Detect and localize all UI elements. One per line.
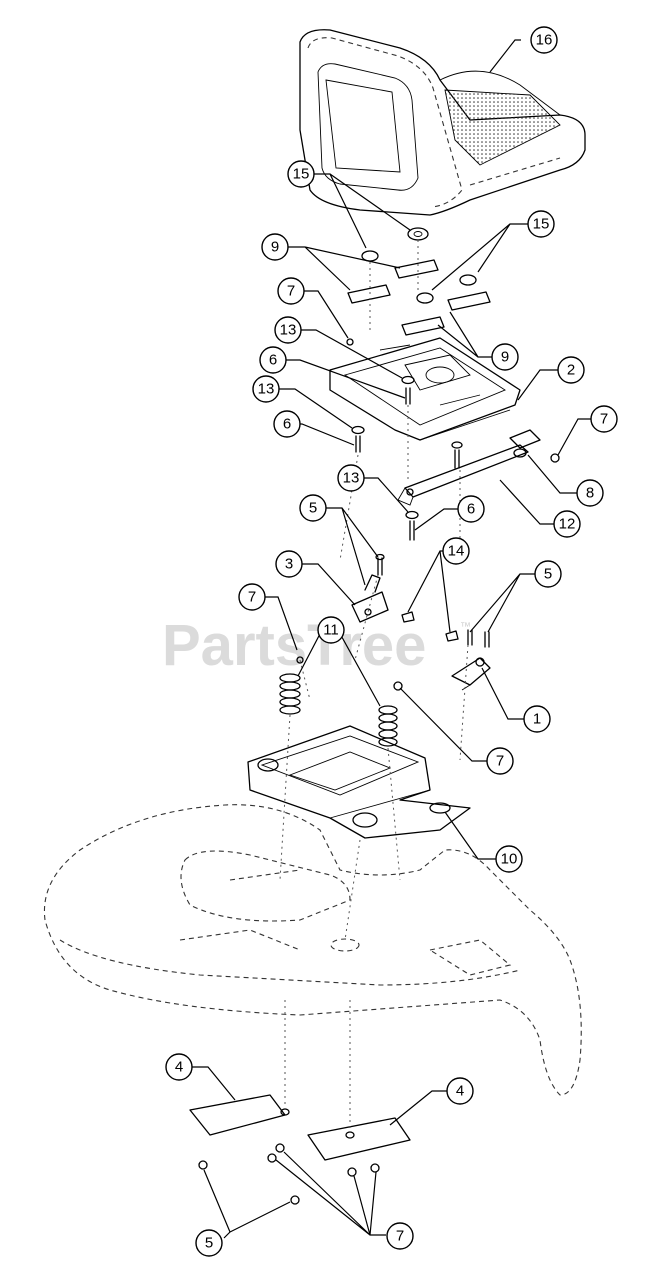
- bracket-3: [351, 574, 389, 623]
- callout-5-right: 5: [534, 560, 562, 588]
- callout-13-top: 13: [274, 316, 302, 344]
- callout-4-right: 4: [446, 1077, 474, 1105]
- callout-5-right-label: 5: [544, 566, 552, 583]
- seat-base: [247, 725, 471, 839]
- callout-8-label: 8: [586, 485, 594, 502]
- callout-7-left-label: 7: [248, 589, 256, 606]
- callout-14: 14: [442, 537, 470, 565]
- callout-13-low: 13: [337, 464, 365, 492]
- callout-14-label: 14: [448, 543, 465, 560]
- callout-13-low-label: 13: [343, 470, 360, 487]
- callout-1-label: 1: [533, 711, 541, 728]
- callout-6-mid: 6: [273, 410, 301, 438]
- callout-10: 10: [495, 845, 523, 873]
- watermark: PartsTree ™: [162, 613, 471, 678]
- seat: [299, 29, 586, 216]
- callout-13-mid-label: 13: [258, 381, 275, 398]
- callout-1: 1: [523, 705, 551, 733]
- callout-9-right: 9: [491, 343, 519, 371]
- callout-7-center: 7: [486, 747, 514, 775]
- callout-7-right: 7: [590, 405, 618, 433]
- hardware-13-6: [351, 375, 463, 541]
- spacer-group-top: [361, 227, 477, 304]
- callout-9-right-label: 9: [501, 349, 509, 366]
- springs: [279, 656, 403, 747]
- callout-12-label: 12: [559, 516, 576, 533]
- callout-7-bottom: 7: [386, 1222, 414, 1250]
- callout-13-mid: 13: [252, 375, 280, 403]
- leader-lines: [192, 39, 591, 1239]
- nut-right: [550, 453, 560, 463]
- callout-15-left: 15: [287, 160, 315, 188]
- callout-5-bottom-label: 5: [205, 1235, 213, 1252]
- callout-6-mid-label: 6: [283, 416, 291, 433]
- assembly-lines: [279, 240, 469, 1130]
- callout-7-right-label: 7: [600, 411, 608, 428]
- callout-9-left-label: 9: [271, 239, 279, 256]
- callout-6-low: 6: [457, 495, 485, 523]
- callout-4-left-label: 4: [175, 1059, 183, 1076]
- callout-15-left-label: 15: [293, 166, 310, 183]
- callout-3-label: 3: [285, 556, 293, 573]
- callout-7-bottom-label: 7: [396, 1228, 404, 1245]
- callout-16-label: 16: [536, 32, 553, 49]
- hardware-bottom: [198, 1143, 380, 1205]
- knob-8: [513, 448, 527, 458]
- callout-7-upper-label: 7: [287, 283, 295, 300]
- callout-6-top: 6: [259, 346, 287, 374]
- callout-7-center-label: 7: [496, 753, 504, 770]
- callout-7-upper: 7: [277, 277, 305, 305]
- watermark-text: PartsTree: [162, 613, 426, 678]
- callout-8: 8: [576, 479, 604, 507]
- callout-16: 16: [530, 26, 558, 54]
- clip-14: [401, 611, 459, 642]
- callout-7-left: 7: [238, 583, 266, 611]
- bottom-plates: [189, 1094, 411, 1161]
- callout-15-right: 15: [527, 210, 555, 238]
- callout-2: 2: [557, 356, 585, 384]
- callout-15-right-label: 15: [533, 216, 550, 233]
- callout-13-top-label: 13: [280, 322, 297, 339]
- slide-rail: [397, 429, 541, 506]
- seat-strips: [347, 259, 491, 336]
- watermark-trademark: ™: [460, 621, 471, 633]
- callout-11-label: 11: [323, 622, 339, 639]
- callout-4-left: 4: [165, 1053, 193, 1081]
- bolts-upper: [375, 553, 490, 648]
- seat-plate: [329, 337, 521, 441]
- fender-body: [43, 804, 582, 1096]
- callout-5-upper: 5: [299, 494, 327, 522]
- pivot-bracket: [451, 657, 491, 691]
- callout-5-bottom: 5: [195, 1229, 223, 1257]
- callout-5-upper-label: 5: [309, 500, 317, 517]
- callout-4-right-label: 4: [456, 1083, 464, 1100]
- callout-12: 12: [553, 510, 581, 538]
- nut-small-top: [346, 338, 354, 346]
- callout-2-label: 2: [567, 362, 575, 379]
- callout-11: 11: [317, 616, 345, 644]
- callout-6-low-label: 6: [467, 501, 475, 518]
- callout-10-label: 10: [501, 851, 518, 868]
- callout-3: 3: [275, 550, 303, 578]
- callout-9-left: 9: [261, 233, 289, 261]
- callout-6-top-label: 6: [269, 352, 277, 369]
